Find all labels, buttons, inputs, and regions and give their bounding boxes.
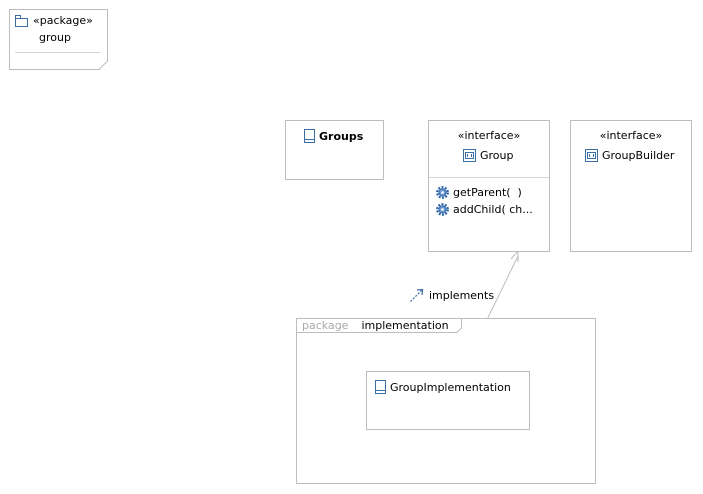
operation-item[interactable]: getParent( )	[436, 186, 522, 199]
interface-stereotype: «interface»	[457, 129, 521, 142]
package-keyword: package	[302, 319, 349, 332]
interface-name: GroupBuilder	[602, 149, 675, 162]
interface-icon	[463, 149, 476, 162]
operation-item[interactable]: addChild( ch...	[436, 203, 533, 216]
package-name: group	[39, 31, 71, 44]
package-stereotype: «package»	[33, 14, 93, 27]
class-icon	[304, 129, 315, 143]
interface-groupbuilder[interactable]: «interface» GroupBuilder	[570, 120, 692, 252]
class-name: Groups	[319, 129, 364, 143]
interface-stereotype: «interface»	[599, 129, 663, 142]
operation-label: getParent( )	[453, 186, 522, 199]
package-name: implementation	[361, 319, 449, 332]
operations-divider	[429, 177, 549, 178]
interface-name: Group	[480, 149, 514, 162]
package-icon	[15, 14, 29, 27]
operation-label: addChild( ch...	[453, 203, 533, 216]
implements-label: implements	[429, 289, 495, 302]
operation-gear-icon	[436, 203, 449, 216]
realization-arrow-icon	[409, 288, 425, 303]
interface-group[interactable]: «interface» Group getParent( )	[428, 120, 550, 252]
operation-gear-icon	[436, 186, 449, 199]
class-icon	[375, 380, 386, 394]
package-group[interactable]: «package» group	[9, 9, 108, 70]
class-groupimplementation[interactable]: GroupImplementation	[366, 371, 530, 430]
class-groups[interactable]: Groups	[285, 120, 384, 180]
implements-label-group[interactable]: implements	[409, 288, 494, 303]
class-name: GroupImplementation	[390, 380, 511, 394]
interface-icon	[585, 149, 598, 162]
